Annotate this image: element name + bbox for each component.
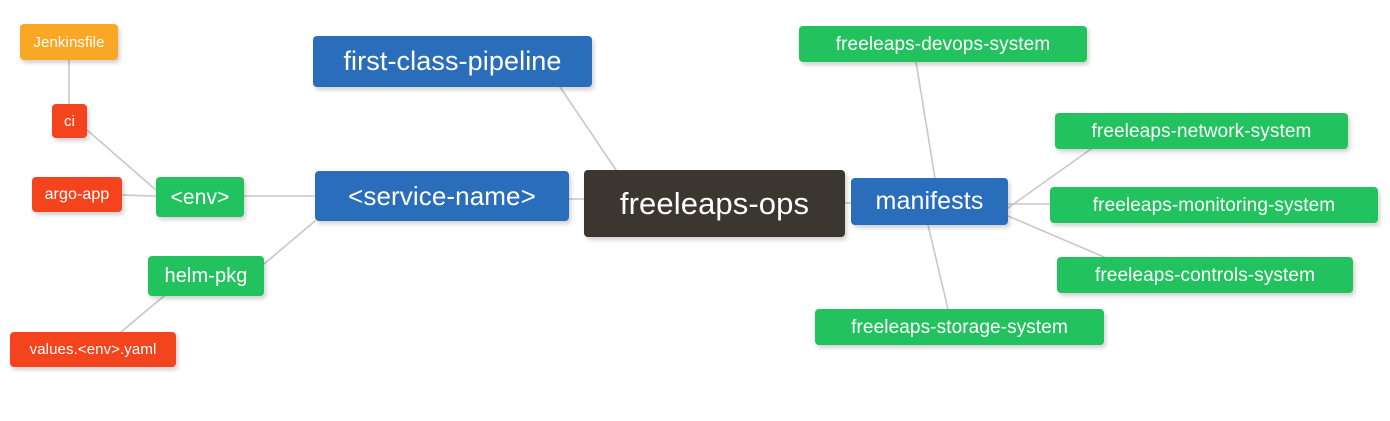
node-freeleaps-network-system[interactable]: freeleaps-network-system [1055,113,1348,149]
edge-helm-pkg-to-values-yaml [120,290,171,333]
edge-manifests-to-freeleaps-devops-system [915,61,936,179]
node-freeleaps-ops[interactable]: freeleaps-ops [584,170,845,237]
edge-manifests-to-freeleaps-storage-system [927,224,949,310]
node-service-name[interactable]: <service-name> [315,171,569,221]
node-helm-pkg[interactable]: helm-pkg [148,256,264,296]
node-freeleaps-storage-system[interactable]: freeleaps-storage-system [815,309,1104,345]
node-ci[interactable]: ci [52,104,87,138]
node-first-class-pipeline[interactable]: first-class-pipeline [313,36,592,87]
edge-service-name-to-helm-pkg [263,220,316,265]
node-freeleaps-monitoring-system[interactable]: freeleaps-monitoring-system [1050,187,1378,223]
edge-first-class-pipeline-to-freeleaps-ops [559,86,617,171]
edge-argo-app-to-env [121,194,157,197]
node-jenkinsfile[interactable]: Jenkinsfile [20,24,118,60]
node-freeleaps-devops-system[interactable]: freeleaps-devops-system [799,26,1087,62]
node-manifests[interactable]: manifests [851,178,1008,225]
node-env[interactable]: <env> [156,177,244,217]
node-freeleaps-controls-system[interactable]: freeleaps-controls-system [1057,257,1353,293]
node-values-yaml[interactable]: values.<env>.yaml [10,332,176,367]
node-argo-app[interactable]: argo-app [32,177,122,212]
